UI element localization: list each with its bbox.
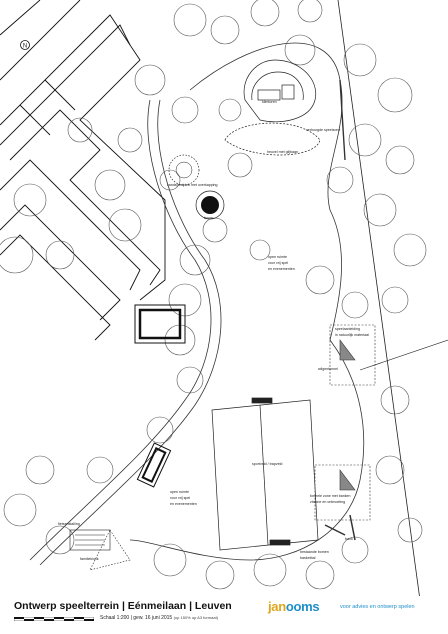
label-open-space-upper-3: en evenementen xyxy=(268,267,295,271)
brand-logo: janooms xyxy=(268,599,320,614)
boundary-line xyxy=(337,0,421,600)
label-right-note-2: in natuurlijk materiaal xyxy=(335,333,369,337)
label-bottom-note-2: basketbal xyxy=(300,556,316,560)
right-play xyxy=(314,324,376,541)
path-element xyxy=(134,304,186,488)
site-plan: N klimtoren verhoogde speelzone heuvel m… xyxy=(0,0,448,600)
label-right-note-1: speelaanleiding xyxy=(335,327,360,331)
label-right-note-3: wilgentunnel xyxy=(318,367,338,371)
label-open-space-upper-2: voor vrij spel xyxy=(268,261,288,265)
label-open-space-upper-1: open ruimte xyxy=(268,255,287,259)
north-label: N xyxy=(23,44,27,50)
label-left-bottom-2: familiekiosk xyxy=(80,557,99,561)
buildings xyxy=(0,0,166,341)
paths xyxy=(29,42,365,566)
trees xyxy=(0,0,427,590)
label-left-bottom-1: fietsenstalling xyxy=(58,522,80,526)
label-field: sportveld / trapveld xyxy=(252,462,282,466)
circle-elements xyxy=(168,154,225,220)
title-block: Ontwerp speelterrein | Eénmeilaan | Leuv… xyxy=(0,596,448,634)
plan-labels: klimtoren verhoogde speelzone heuvel met… xyxy=(58,100,369,561)
label-bottom-note-1: bestaande bomen xyxy=(300,550,329,554)
label-top-structure: klimtoren xyxy=(262,100,277,104)
label-top-small-note: heuvel met glijbaan xyxy=(267,150,298,154)
top-structure xyxy=(224,59,321,156)
brand-part-2: ooms xyxy=(285,599,320,614)
label-circle-lower: boom xyxy=(204,216,213,220)
drawing-title: Ontwerp speelterrein | Eénmeilaan | Leuv… xyxy=(14,600,232,612)
boundary-line-2 xyxy=(359,339,448,371)
north-arrow: N xyxy=(20,40,30,50)
sports-field xyxy=(211,397,319,551)
label-right-lower-3: bank xyxy=(345,537,353,541)
label-right-lower-2: zitzone en ontmoeting xyxy=(310,500,345,504)
subtitle-small: (op 150% op A3 formaat) xyxy=(173,615,219,620)
drawing-subtitle: Schaal 1:200 | gew. 16 juni 2015 (op 150… xyxy=(100,615,218,621)
scale-bar xyxy=(14,617,94,621)
subtitle-text: Schaal 1:200 | gew. 16 juni 2015 xyxy=(100,615,173,621)
bottom-left-elements xyxy=(69,529,131,571)
label-open-space-lower-1: open ruimte xyxy=(170,490,189,494)
brand-tagline: voor advies en ontwerp spelen xyxy=(340,604,415,610)
label-circle-upper: zandspeelplek met overkapping xyxy=(167,183,218,187)
label-right-lower-1: formele zone met banken xyxy=(310,494,351,498)
brand-part-1: jan xyxy=(268,599,286,614)
label-top-right-note: verhoogde speelzone xyxy=(306,128,340,132)
label-open-space-lower-2: voor vrij spel xyxy=(170,496,190,500)
label-open-space-lower-3: en evenementen xyxy=(170,502,197,506)
